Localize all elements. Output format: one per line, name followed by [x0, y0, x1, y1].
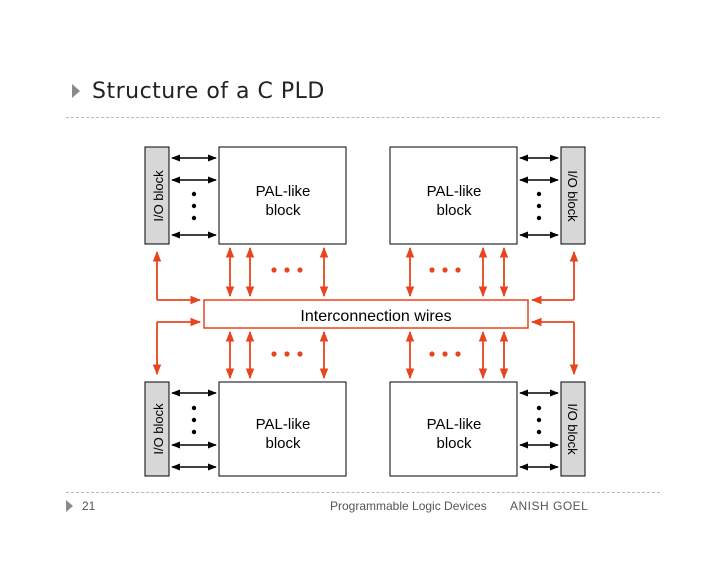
ellipsis-dots-black: [191, 191, 542, 435]
footer-course: Programmable Logic Devices: [330, 499, 487, 513]
footer-author: ANISH GOEL: [510, 499, 589, 513]
page-number: 21: [82, 499, 96, 513]
io-block-label: I/O block: [565, 403, 580, 455]
io-block-label: I/O block: [151, 170, 166, 222]
title-divider: [66, 117, 660, 118]
ellipsis-dots-red: [271, 267, 461, 357]
io-interconnect-connections: [152, 250, 579, 376]
pal-block-label-line2: block: [436, 202, 472, 219]
slide-title: Structure of a C PLD: [92, 78, 325, 104]
footer-divider: [66, 492, 660, 493]
pal-block-label-line2: block: [265, 202, 301, 219]
io-pal-connections: [171, 154, 559, 471]
pal-block-label-line1: PAL-like: [256, 183, 311, 200]
io-block-bottom-left: I/O block: [144, 381, 170, 477]
pal-block-label-line1: PAL-like: [427, 183, 482, 200]
pal-block-label-line2: block: [265, 435, 301, 452]
io-block-top-right: I/O block: [560, 146, 586, 245]
pal-block-top-right: PAL-like block: [389, 146, 518, 245]
pal-block-bottom-left: PAL-like block: [218, 381, 347, 477]
slide-title-row: Structure of a C PLD: [72, 76, 325, 106]
pal-block-label-line1: PAL-like: [427, 416, 482, 433]
io-block-bottom-right: I/O block: [560, 381, 586, 477]
interconnection-wires-block: Interconnection wires: [203, 299, 529, 329]
io-block-label: I/O block: [565, 170, 580, 222]
pal-interconnect-connections: [225, 246, 509, 380]
pal-block-bottom-right: PAL-like block: [389, 381, 518, 477]
interconnect-label: Interconnection wires: [300, 308, 451, 325]
bullet-arrow-icon: [66, 500, 73, 512]
pal-block-label-line1: PAL-like: [256, 416, 311, 433]
io-block-label: I/O block: [151, 403, 166, 455]
pal-block-top-left: PAL-like block: [218, 146, 347, 245]
io-block-top-left: I/O block: [144, 146, 170, 245]
bullet-arrow-icon: [72, 84, 80, 98]
pal-block-label-line2: block: [436, 435, 472, 452]
